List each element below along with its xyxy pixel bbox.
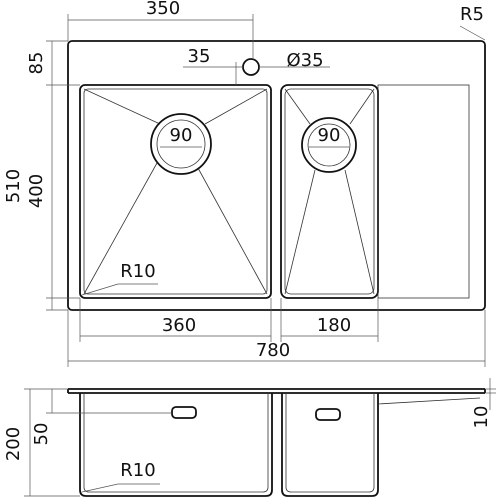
tap-hole: [242, 58, 260, 76]
dim-bottom-radius: R10: [120, 460, 155, 481]
side-view: [67, 388, 486, 497]
dim-bowl-radius: R10: [120, 261, 155, 282]
dim-total-width: 780: [256, 340, 290, 361]
left-dimensions: [46, 40, 80, 311]
dim-height-200: 200: [3, 427, 24, 461]
top-view: [67, 40, 486, 311]
sink-outline: [67, 40, 486, 311]
right-bowl: [280, 84, 379, 299]
left-bowl-profile: [79, 393, 273, 497]
left-bowl-inner: [83, 88, 268, 295]
left-overflow: [171, 406, 197, 419]
dim-drain-left: 90: [170, 125, 193, 146]
right-overflow: [315, 408, 341, 421]
left-bowl: [79, 84, 272, 299]
dim-bowl-left-width: 360: [162, 315, 196, 336]
left-drain: [150, 113, 212, 175]
bottom-dimensions: [67, 298, 486, 367]
dim-corner-radius: R5: [460, 4, 484, 25]
dim-drain-right: 90: [318, 125, 341, 146]
right-bowl-profile: [281, 393, 379, 497]
dim-tap-hole: Ø35: [286, 50, 323, 71]
drainboard: [377, 84, 470, 299]
dim-rim-10: 10: [471, 406, 492, 429]
side-dimensions: [24, 378, 496, 497]
dim-bowl-right-width: 180: [317, 315, 351, 336]
dim-depth-400: 400: [26, 174, 47, 208]
right-drain: [301, 117, 357, 173]
top-dimensions: [67, 14, 486, 85]
right-bowl-inner: [284, 88, 375, 295]
dim-depth-85: 85: [26, 52, 47, 75]
dim-depth-510: 510: [3, 169, 24, 203]
dim-height-50: 50: [31, 423, 52, 446]
dim-width-top: 350: [146, 0, 180, 19]
dim-offset-35: 35: [188, 46, 211, 67]
